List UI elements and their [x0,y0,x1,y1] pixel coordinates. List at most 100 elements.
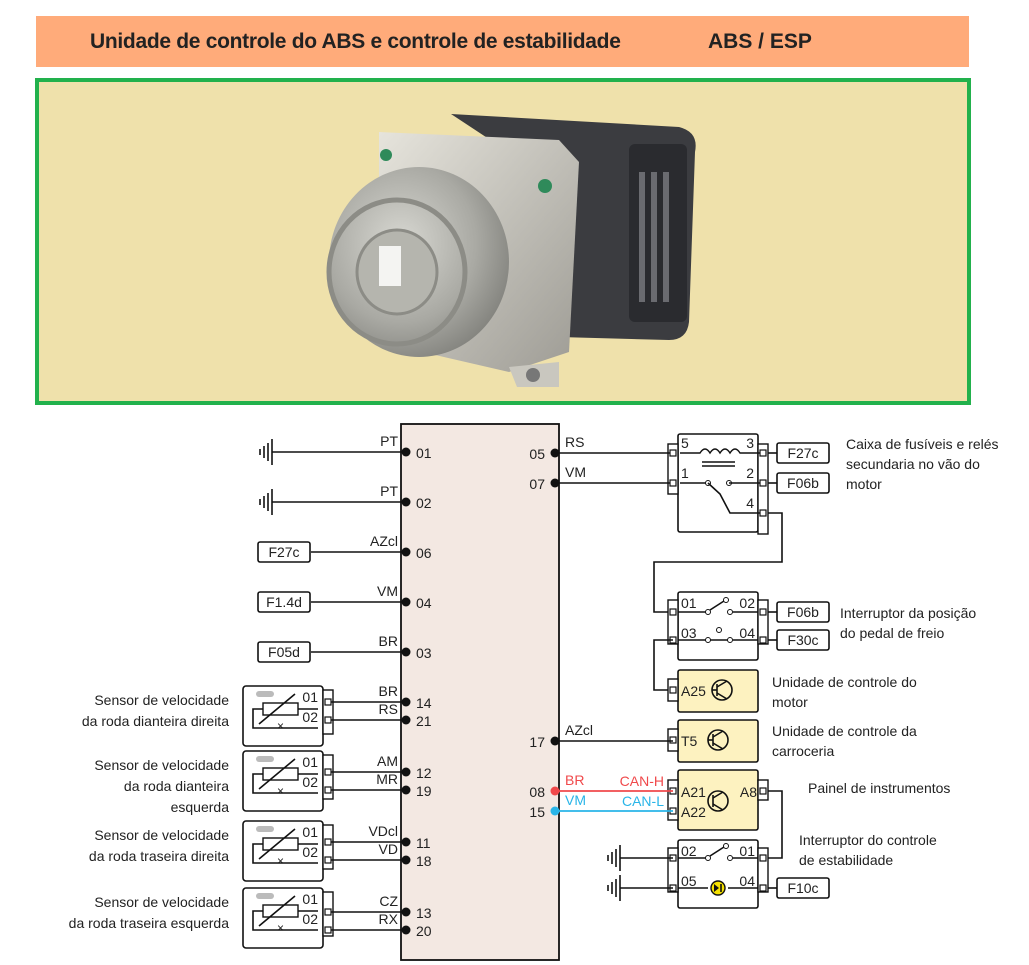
fuse-F27c [776,442,830,464]
resistor-arrow [258,758,296,790]
esp-switch-label: de estabilidade [799,852,893,868]
sensor-pin: 02 [302,911,318,927]
panel-pin: A22 [681,804,706,820]
switch-pin: 01 [739,843,755,859]
terminal [759,884,767,892]
sensor-label: Sensor de velocidade [94,692,229,708]
transistor-icon-line [716,692,728,700]
sensor-internal-wire [252,910,318,931]
can-h-label: CAN-H [620,773,664,789]
terminal [669,686,677,694]
brake-switch-connector-left [667,599,679,645]
ecu-pin-number: 13 [416,905,432,921]
wire-code: MR [376,771,398,787]
wire-code: BR [379,683,398,699]
relay-switch-arm [707,482,760,514]
brake-switch-label: do pedal de freio [840,625,945,641]
panel-to-esp-switch-wire [768,790,783,859]
variable-resistor-icon [262,702,299,716]
wire-code: PT [380,433,398,449]
fuse-F1.4d-label: F1.4d [266,594,302,610]
ecu-pin-number: 14 [416,695,432,711]
ecu-pin-number: 12 [416,765,432,781]
terminal [759,787,767,795]
ecu-pin-number: 19 [416,783,432,799]
wire-code: VM [565,464,586,480]
body-ecu-label: Unidade de controle da [772,723,917,739]
terminal [759,479,767,487]
switch-contact [727,855,733,861]
ground-icon [259,439,273,465]
variable-resistor-icon [262,767,299,781]
transistor-icon-line [712,791,724,799]
wire-code: RS [565,434,584,450]
wire-code: RX [379,911,399,927]
sensor-mark: × [277,921,284,935]
terminal [759,608,767,616]
resistor-arrow [258,693,296,725]
wire-code: VM [565,792,586,808]
terminal [324,698,332,706]
wire-code: AZcl [565,722,593,738]
ecu-pin-number: 18 [416,853,432,869]
terminal [759,636,767,644]
switch-contact [723,843,729,849]
brake-switch-to-engine-ecu-wire [653,639,673,691]
sensor-connector-tab [322,754,334,800]
sensor-pin: 02 [302,774,318,790]
switch-contact [727,609,733,615]
ecu-pin-number: 02 [416,495,432,511]
fuse-F05d [257,641,311,663]
switch-pin: 02 [739,595,755,611]
motor-label [379,246,401,286]
sensor-tag-icon [256,756,274,762]
photo-frame [35,78,971,405]
sensor-pin: 01 [302,891,318,907]
panel-pin: A8 [740,784,757,800]
sensor-tag-icon [256,893,274,899]
relay-to-brake-switch-wire [653,512,783,613]
ecu-pin-number: 01 [416,445,432,461]
variable-resistor-icon [262,904,299,918]
page-title: Unidade de controle do ABS e controle de… [90,30,621,53]
sensor-tag-icon [256,691,274,697]
wire-code: AM [377,753,398,769]
transistor-icon [707,790,729,812]
transistor-icon-line [712,803,724,811]
engine-ecu-label: motor [772,694,808,710]
sensor-label: da roda traseira direita [89,848,229,864]
terminal [669,608,677,616]
resistor-arrow [258,828,296,860]
fuse-F06b-label: F06b [787,475,819,491]
sensor-mark: × [277,784,284,798]
fuse-F06b-label: F06b [787,604,819,620]
esp-switch-label: Interruptor do controle [799,832,937,848]
terminal [324,908,332,916]
sensor-pin: 02 [302,844,318,860]
fuse-F27c [257,541,311,563]
engine-ecu-label: Unidade de controle do [772,674,917,690]
terminal [324,856,332,864]
ecu-pin-number: 03 [416,645,432,661]
wire-code: RS [379,701,398,717]
ecu-pin-number: 08 [529,784,545,800]
switch-lever [709,846,725,857]
relay-connector-left [667,443,679,495]
switch-pin: 04 [739,873,755,889]
relay-pin: 5 [681,435,689,451]
brake-switch-label: Interruptor da posição [840,605,976,621]
sensor-pin: 01 [302,824,318,840]
sensor-mark: × [277,854,284,868]
fuse-F27c-label: F27c [787,445,818,461]
sensor-tag-icon [256,826,274,832]
relay-label: Caixa de fusíveis e relés [846,436,999,452]
variable-resistor-icon [262,837,299,851]
page-title-abbreviation: ABS / ESP [708,30,812,53]
sensor-label: Sensor de velocidade [94,827,229,843]
wire-code: BR [565,772,584,788]
ecu-pin-number: 06 [416,545,432,561]
instrument-panel-body [677,769,759,831]
relay-label: motor [846,476,882,492]
transistor-icon-line [716,680,728,688]
sensor-pin: 01 [302,689,318,705]
